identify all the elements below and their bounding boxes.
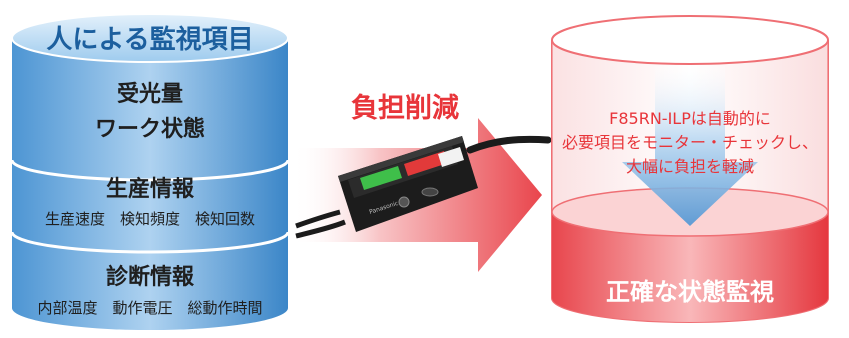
right-cylinder-filled: [552, 212, 828, 322]
sensor-device-image: Panasonic: [295, 135, 552, 239]
right-cylinder: F85RN-ILPは自動的に 必要項目をモニター・チェックし、 大幅に負担を軽減…: [551, 15, 829, 323]
section-2-title: 生産情報: [106, 176, 195, 202]
section-2-subtitle: 生産速度 検知頻度 検知回数: [45, 210, 255, 228]
section-3-title: 診断情報: [106, 264, 195, 290]
device-button: [421, 187, 439, 197]
left-cylinder-top: [11, 13, 289, 63]
left-cylinder: 人による監視項目 受光量 ワーク状態 生産情報 生産速度 検知頻度 検知回数 診…: [10, 13, 290, 330]
section-divider: [10, 159, 290, 182]
device-button: [398, 196, 410, 208]
device-cable: [295, 219, 346, 239]
device-green-display: [360, 166, 402, 190]
left-cylinder-title: 人による監視項目: [46, 24, 253, 55]
device-red-display: [404, 151, 448, 176]
message-line-3: 大幅に負担を軽減: [626, 157, 754, 176]
message-line-1: F85RN-ILPは自動的に: [609, 109, 771, 128]
down-arrow: [622, 66, 758, 226]
section-divider: [10, 231, 290, 254]
device-label: [438, 147, 464, 167]
device-cable: [466, 135, 552, 154]
left-cylinder-body: [12, 38, 288, 330]
message-line-2: 必要項目をモニター・チェックし、: [562, 133, 818, 152]
device-cable: [295, 209, 341, 229]
right-cylinder-top: [551, 15, 829, 65]
section-3-subtitle: 内部温度 動作電圧 総動作時間: [37, 299, 262, 317]
section-1-line-2: ワーク状態: [95, 116, 205, 142]
right-cylinder-bottom-label: 正確な状態監視: [606, 278, 774, 306]
device-top-face: [338, 136, 464, 182]
arrow-label: 負担削減: [351, 93, 459, 124]
section-1-line-1: 受光量: [117, 81, 183, 107]
